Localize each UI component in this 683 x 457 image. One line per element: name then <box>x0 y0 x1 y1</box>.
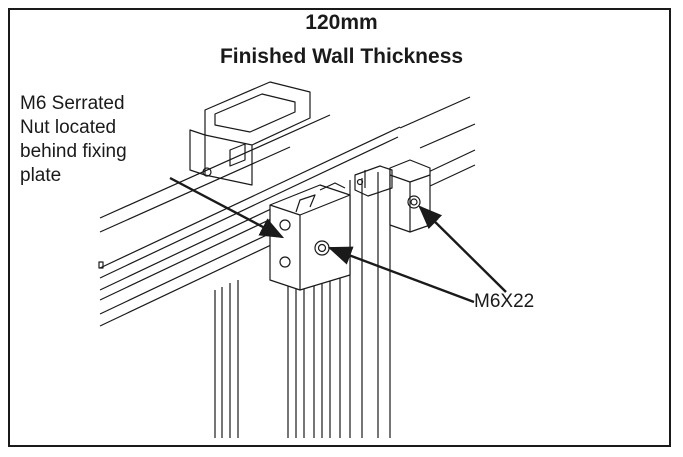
side-post <box>349 168 391 438</box>
title-subtitle: Finished Wall Thickness <box>219 45 464 68</box>
rear-rail <box>99 96 476 233</box>
vertical-post <box>287 270 341 438</box>
callout-line: behind fixing <box>20 141 127 162</box>
bolt-leader-to-block <box>418 205 507 293</box>
drawing-frame <box>8 8 671 447</box>
front-rail <box>98 126 476 327</box>
serrated-nut-leader <box>169 176 285 239</box>
callout-serrated-nut: M6 Serrated Nut located behind fixing pl… <box>20 92 127 188</box>
left-posts <box>214 280 239 438</box>
callout-line: Nut located <box>20 117 117 138</box>
callout-line: plate <box>20 165 62 186</box>
title-thickness: 120mm <box>305 11 378 34</box>
callout-line: M6 Serrated <box>20 93 125 114</box>
bolt-leader-to-plate <box>327 246 475 304</box>
rear-bracket <box>189 81 311 186</box>
right-block <box>354 159 431 233</box>
callout-bolt: M6X22 <box>474 291 535 312</box>
